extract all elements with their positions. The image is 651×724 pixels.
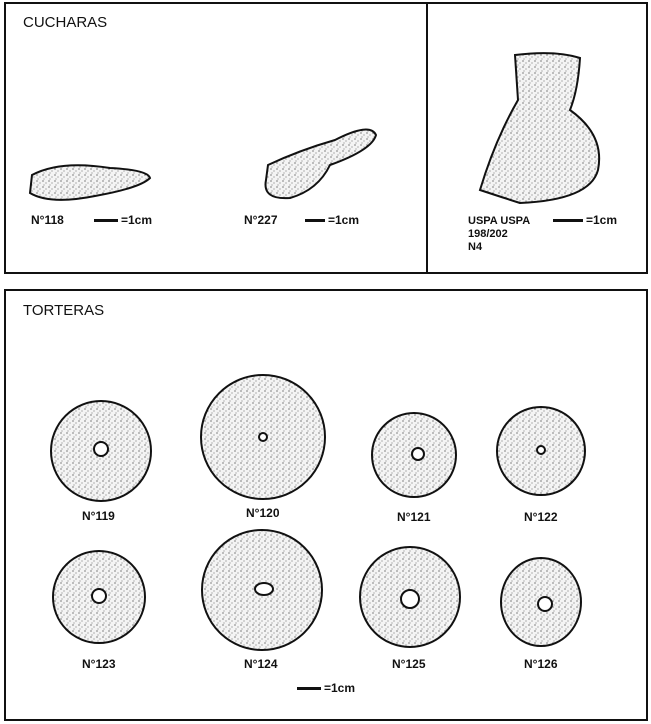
spoon-uspa-drawing xyxy=(478,52,601,205)
spoon-118-drawing xyxy=(28,164,152,201)
whorl-119-label: N°119 xyxy=(82,509,115,523)
cucharas-panel xyxy=(4,2,648,274)
whorl-122-label: N°122 xyxy=(524,510,558,524)
whorl-120-label: N°120 xyxy=(246,506,280,520)
scale-label: =1cm xyxy=(121,213,153,227)
whorl-126-label: N°126 xyxy=(524,657,558,671)
whorl-124-drawing xyxy=(201,529,323,651)
scale-label: =1cm xyxy=(328,213,360,227)
spoon-uspa-label: USPA USPA 198/202 N4 xyxy=(468,215,530,254)
label-line: N4 xyxy=(468,241,483,253)
whorl-125-drawing xyxy=(359,546,461,648)
scale-bar-uspa: =1cm xyxy=(553,213,617,227)
whorl-119-drawing xyxy=(50,400,152,502)
whorl-123-drawing xyxy=(52,550,146,644)
whorl-126-drawing xyxy=(500,557,582,647)
whorl-121-drawing xyxy=(371,412,457,498)
whorl-121-label: N°121 xyxy=(397,510,431,524)
spoon-118-label: N°118 xyxy=(31,213,64,227)
whorl-120-drawing xyxy=(200,374,326,500)
cucharas-title: CUCHARAS xyxy=(23,14,108,31)
scale-bar-227: =1cm xyxy=(305,213,359,227)
torteras-title: TORTERAS xyxy=(23,302,105,319)
uspa-divider xyxy=(426,2,428,274)
whorl-122-drawing xyxy=(496,406,586,496)
label-line: USPA USPA xyxy=(468,215,531,227)
whorl-124-label: N°124 xyxy=(244,657,278,671)
spoon-227-label: N°227 xyxy=(244,213,278,227)
whorl-125-label: N°125 xyxy=(392,657,426,671)
scale-bar-118: =1cm xyxy=(94,213,152,227)
scale-bar-torteras: =1cm xyxy=(297,681,355,695)
whorl-123-label: N°123 xyxy=(82,657,116,671)
label-line: 198/202 xyxy=(468,228,508,240)
torteras-panel xyxy=(4,289,648,721)
scale-label: =1cm xyxy=(586,213,618,227)
spoon-227-drawing xyxy=(264,128,378,200)
scale-label: =1cm xyxy=(324,681,356,695)
